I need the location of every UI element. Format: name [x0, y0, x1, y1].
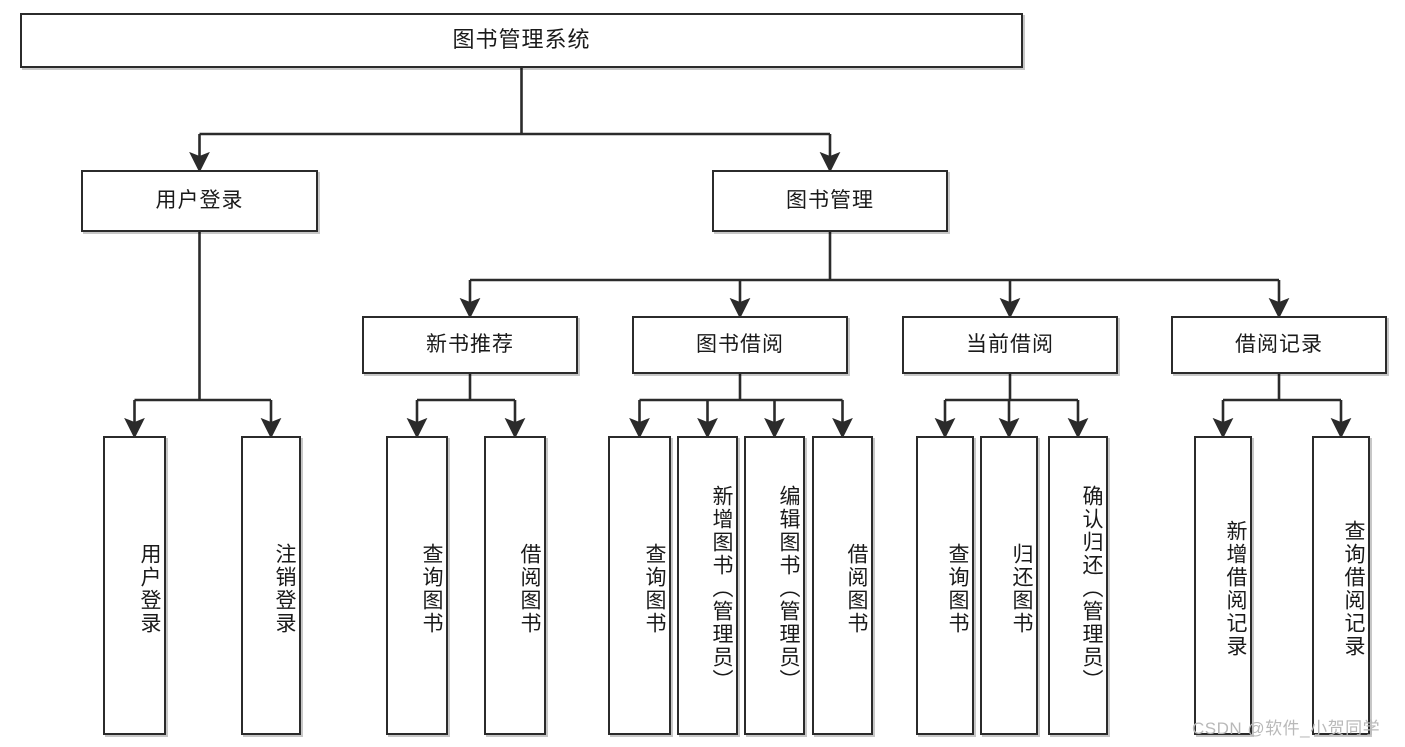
node-borrow-record[interactable]: 借阅记录 [1171, 316, 1387, 374]
node-label-leaf-add-record: 新增借阅记录 [1224, 519, 1247, 658]
node-leaf-user-logout[interactable]: 注销登录 [241, 436, 301, 735]
node-label-current-borrow: 当前借阅 [966, 333, 1054, 357]
node-leaf-add-book[interactable]: 新增图书（管理员） [677, 436, 738, 735]
node-label-borrow-record: 借阅记录 [1235, 333, 1323, 357]
node-label-leaf-borrow-book-1: 借阅图书 [518, 542, 541, 635]
node-root[interactable]: 图书管理系统 [20, 13, 1023, 68]
node-label-book-borrow: 图书借阅 [696, 333, 784, 357]
node-label-book-manage: 图书管理 [786, 189, 874, 213]
node-label-leaf-query-book-3: 查询图书 [946, 542, 969, 635]
node-user-login[interactable]: 用户登录 [81, 170, 318, 232]
node-label-user-login: 用户登录 [155, 189, 244, 213]
node-book-manage[interactable]: 图书管理 [712, 170, 948, 232]
node-label-root: 图书管理系统 [452, 27, 591, 53]
node-label-leaf-return-book: 归还图书 [1010, 542, 1033, 635]
node-label-leaf-user-login: 用户登录 [138, 542, 161, 635]
node-leaf-user-login[interactable]: 用户登录 [103, 436, 166, 735]
node-leaf-query-book-2[interactable]: 查询图书 [608, 436, 671, 735]
node-label-leaf-borrow-book-2: 借阅图书 [845, 542, 868, 635]
node-label-leaf-user-logout: 注销登录 [273, 542, 296, 635]
node-label-leaf-query-book-2: 查询图书 [643, 542, 666, 635]
node-leaf-borrow-book-2[interactable]: 借阅图书 [812, 436, 873, 735]
node-label-leaf-confirm-return: 确认归还（管理员） [1080, 485, 1103, 692]
node-label-leaf-add-book: 新增图书（管理员） [710, 485, 733, 692]
node-label-leaf-query-book-1: 查询图书 [420, 542, 443, 635]
node-current-borrow[interactable]: 当前借阅 [902, 316, 1118, 374]
node-leaf-borrow-book-1[interactable]: 借阅图书 [484, 436, 546, 735]
node-leaf-add-record[interactable]: 新增借阅记录 [1194, 436, 1252, 735]
node-label-leaf-query-record: 查询借阅记录 [1342, 519, 1365, 658]
node-leaf-query-book-3[interactable]: 查询图书 [916, 436, 974, 735]
node-label-leaf-edit-book: 编辑图书（管理员） [777, 485, 800, 692]
node-book-borrow[interactable]: 图书借阅 [632, 316, 848, 374]
node-label-new-book-rec: 新书推荐 [426, 333, 514, 357]
csdn-watermark: CSDN @软件_小贺同学 [1192, 719, 1381, 738]
node-leaf-edit-book[interactable]: 编辑图书（管理员） [744, 436, 805, 735]
node-leaf-query-book-1[interactable]: 查询图书 [386, 436, 448, 735]
node-leaf-return-book[interactable]: 归还图书 [980, 436, 1038, 735]
node-leaf-confirm-return[interactable]: 确认归还（管理员） [1048, 436, 1108, 735]
node-new-book-rec[interactable]: 新书推荐 [362, 316, 578, 374]
node-leaf-query-record[interactable]: 查询借阅记录 [1312, 436, 1370, 735]
